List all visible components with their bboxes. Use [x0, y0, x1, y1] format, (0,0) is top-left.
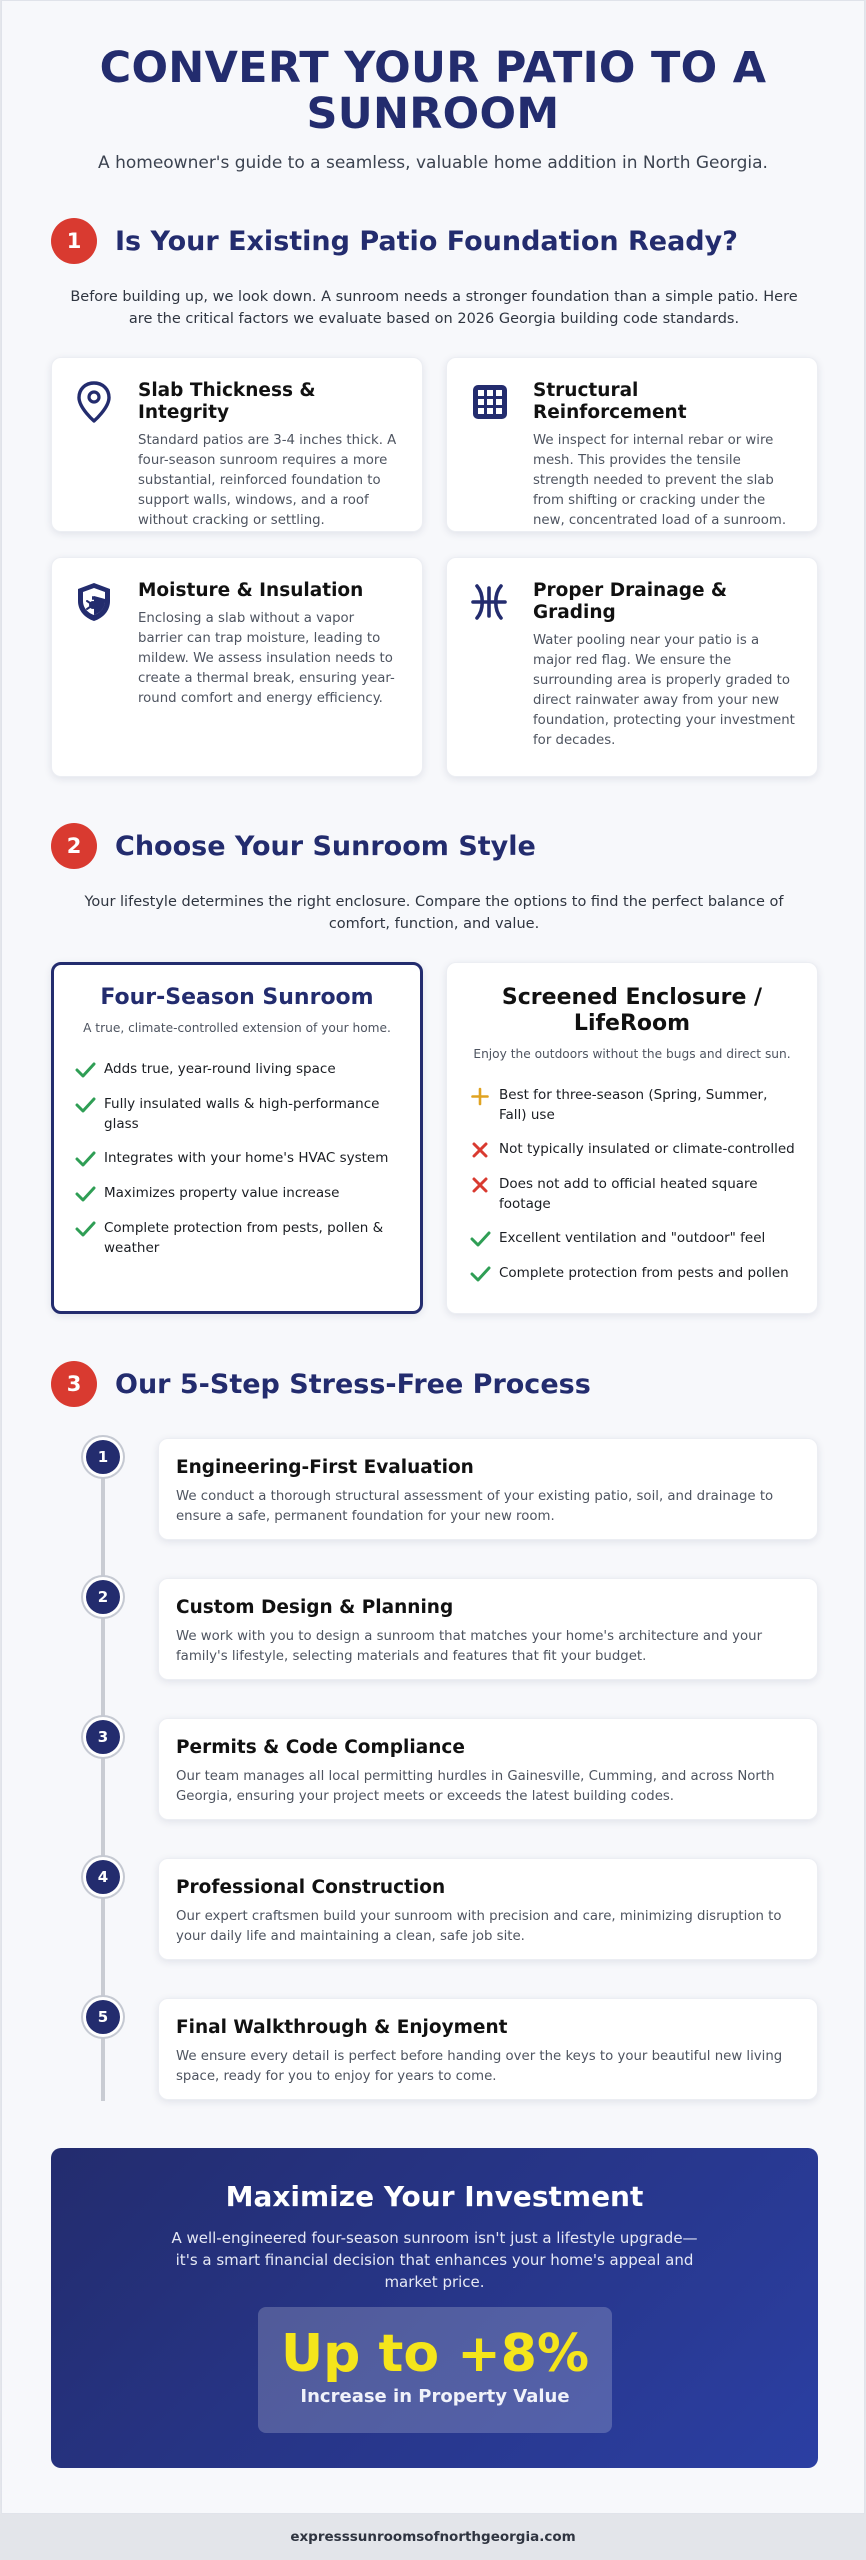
- list-item: Maximizes property value increase: [74, 1183, 400, 1204]
- step-number-badge: 2: [86, 1580, 120, 1614]
- section-3-title: Our 5-Step Stress-Free Process: [115, 1368, 591, 1400]
- foundation-card-drainage: Proper Drainage & Grading Water pooling …: [446, 557, 818, 777]
- step-text: We conduct a thorough structural assessm…: [176, 1489, 774, 1524]
- step-number-badge: 4: [86, 1860, 120, 1894]
- feature-text: Not typically insulated or climate-contr…: [499, 1141, 795, 1157]
- check-icon: [75, 1221, 96, 1237]
- section-2-title: Choose Your Sunroom Style: [115, 830, 536, 862]
- check-icon: [470, 1266, 491, 1282]
- process-step-card: Permits & Code Compliance Our team manag…: [158, 1718, 818, 1820]
- check-icon: [75, 1151, 96, 1167]
- foundation-card-title: Slab Thickness & Integrity: [138, 380, 316, 423]
- check-icon: [470, 1231, 491, 1247]
- foundation-card-title: Structural Reinforcement: [533, 380, 687, 423]
- feature-text: Complete protection from pests, pollen &…: [104, 1220, 384, 1256]
- foundation-card-text: We inspect for internal rebar or wire me…: [533, 433, 787, 528]
- style-card-title: Screened Enclosure / LifeRoom: [501, 985, 763, 1036]
- section-2-number-badge: 2: [51, 823, 97, 869]
- check-icon: [75, 1186, 96, 1202]
- foundation-card-reinforcement: Structural Reinforcement We inspect for …: [446, 357, 818, 532]
- investment-text: A well-engineered four-season sunroom is…: [171, 2229, 698, 2291]
- cross-icon: [472, 1142, 488, 1158]
- feature-text: Complete protection from pests and polle…: [499, 1265, 789, 1281]
- process-step-card: Professional Construction Our expert cra…: [158, 1858, 818, 1960]
- feature-text: Fully insulated walls & high-performance…: [104, 1096, 380, 1132]
- list-item: Integrates with your home's HVAC system: [74, 1148, 400, 1169]
- list-item: Best for three-season (Spring, Summer, F…: [469, 1085, 795, 1125]
- investment-banner: Maximize Your Investment A well-engineer…: [51, 2148, 818, 2468]
- check-icon: [75, 1097, 96, 1113]
- style-feature-list: Best for three-season (Spring, Summer, F…: [469, 1085, 795, 1284]
- property-value-stat: Up to +8% Increase in Property Value: [258, 2307, 612, 2433]
- plus-icon: [471, 1087, 489, 1106]
- step-text: We work with you to design a sunroom tha…: [176, 1629, 763, 1664]
- page-subtitle: A homeowner's guide to a seamless, valua…: [98, 153, 768, 173]
- location-pin-icon: [77, 381, 111, 423]
- list-item: Complete protection from pests, pollen &…: [74, 1218, 400, 1258]
- feature-text: Maximizes property value increase: [104, 1185, 340, 1201]
- check-icon: [75, 1062, 96, 1078]
- process-step-card: Custom Design & Planning We work with yo…: [158, 1578, 818, 1680]
- foundation-card-text: Water pooling near your patio is a major…: [533, 633, 795, 748]
- footer-domain-link[interactable]: expresssunroomsofnorthgeorgia.com: [0, 2514, 866, 2560]
- process-step-card: Final Walkthrough & Enjoyment We ensure …: [158, 1998, 818, 2100]
- step-number-badge: 5: [86, 2000, 120, 2034]
- foundation-card-moisture: Moisture & Insulation Enclosing a slab w…: [51, 557, 423, 777]
- grid-icon: [473, 385, 507, 419]
- list-item: Complete protection from pests and polle…: [469, 1263, 795, 1284]
- step-text: Our team manages all local permitting hu…: [176, 1769, 775, 1804]
- step-title: Permits & Code Compliance: [176, 1737, 465, 1758]
- infographic-page: CONVERT YOUR PATIO TO A SUNROOM A homeow…: [1, 0, 865, 2514]
- investment-title: Maximize Your Investment: [225, 2180, 644, 2213]
- style-card-screened-enclosure: Screened Enclosure / LifeRoom Enjoy the …: [446, 962, 818, 1314]
- cross-icon: [472, 1177, 488, 1193]
- style-card-subtitle: A true, climate-controlled extension of …: [83, 1021, 391, 1035]
- section-2-header: 2 Choose Your Sunroom Style: [51, 823, 536, 869]
- step-number-badge: 1: [86, 1440, 120, 1474]
- list-item: Adds true, year-round living space: [74, 1059, 400, 1080]
- section-1-number-badge: 1: [51, 218, 97, 264]
- feature-text: Adds true, year-round living space: [104, 1061, 336, 1077]
- section-1-intro: Before building up, we look down. A sunr…: [70, 289, 798, 327]
- page-title: CONVERT YOUR PATIO TO A SUNROOM: [99, 43, 767, 139]
- drainage-icon: [471, 584, 507, 620]
- step-text: We ensure every detail is perfect before…: [176, 2049, 783, 2084]
- step-number-badge: 3: [86, 1720, 120, 1754]
- foundation-card-title: Moisture & Insulation: [138, 580, 364, 601]
- section-3-number-badge: 3: [51, 1361, 97, 1407]
- list-item: Fully insulated walls & high-performance…: [74, 1094, 400, 1134]
- foundation-card-text: Standard patios are 3-4 inches thick. A …: [138, 433, 397, 528]
- section-1-title: Is Your Existing Patio Foundation Ready?: [115, 225, 738, 257]
- foundation-card-slab: Slab Thickness & Integrity Standard pati…: [51, 357, 423, 532]
- step-text: Our expert craftsmen build your sunroom …: [176, 1909, 782, 1944]
- section-1-header: 1 Is Your Existing Patio Foundation Read…: [51, 218, 738, 264]
- stat-label: Increase in Property Value: [300, 2386, 570, 2407]
- step-title: Final Walkthrough & Enjoyment: [176, 2017, 508, 2038]
- process-step-card: Engineering-First Evaluation We conduct …: [158, 1438, 818, 1540]
- feature-text: Best for three-season (Spring, Summer, F…: [499, 1087, 768, 1123]
- timeline-line: [101, 1446, 105, 2101]
- stat-value: Up to +8%: [280, 2324, 590, 2384]
- feature-text: Excellent ventilation and "outdoor" feel: [499, 1230, 766, 1246]
- foundation-card-title: Proper Drainage & Grading: [533, 580, 728, 623]
- list-item: Does not add to official heated square f…: [469, 1174, 795, 1214]
- page-header: CONVERT YOUR PATIO TO A SUNROOM A homeow…: [2, 45, 864, 173]
- step-title: Custom Design & Planning: [176, 1597, 454, 1618]
- list-item: Not typically insulated or climate-contr…: [469, 1139, 795, 1160]
- style-card-four-season: Four-Season Sunroom A true, climate-cont…: [51, 962, 423, 1314]
- style-feature-list: Adds true, year-round living space Fully…: [74, 1059, 400, 1258]
- style-card-title: Four-Season Sunroom: [100, 985, 374, 1010]
- list-item: Excellent ventilation and "outdoor" feel: [469, 1228, 795, 1249]
- feature-text: Integrates with your home's HVAC system: [104, 1150, 389, 1166]
- step-title: Professional Construction: [176, 1877, 446, 1898]
- feature-text: Does not add to official heated square f…: [499, 1176, 758, 1212]
- section-3-header: 3 Our 5-Step Stress-Free Process: [51, 1361, 591, 1407]
- foundation-card-text: Enclosing a slab without a vapor barrier…: [138, 611, 395, 706]
- style-card-subtitle: Enjoy the outdoors without the bugs and …: [473, 1047, 791, 1061]
- section-2-intro: Your lifestyle determines the right encl…: [84, 894, 784, 932]
- step-title: Engineering-First Evaluation: [176, 1457, 474, 1478]
- shield-bug-icon: [78, 583, 110, 621]
